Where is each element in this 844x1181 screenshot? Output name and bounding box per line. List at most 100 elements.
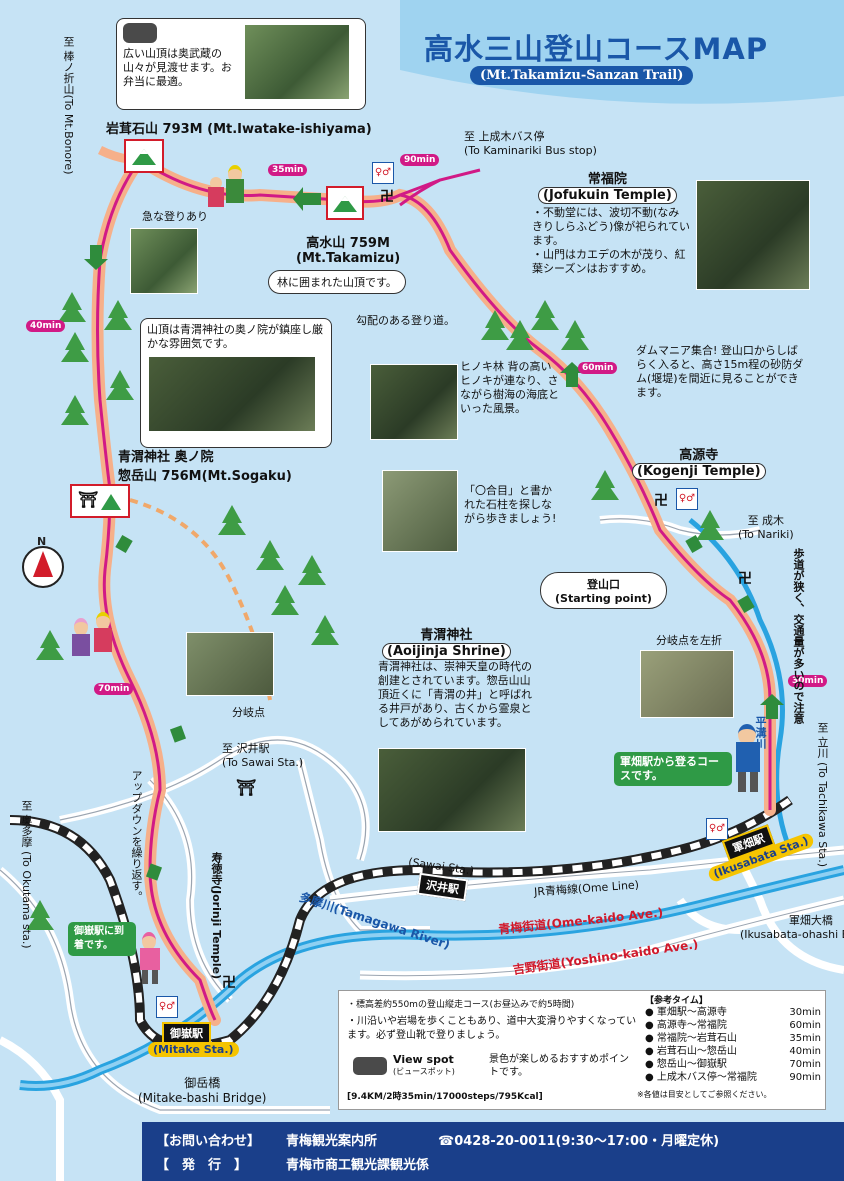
- toilet-icon: ♀♂: [676, 488, 698, 510]
- callout-text: 広い山頂は奥武蔵の山々が見渡せます。お弁当に最適。: [123, 47, 232, 88]
- station-mitake-jp: 御嶽駅: [162, 1022, 211, 1044]
- peak-takamizu-marker: [326, 186, 364, 220]
- callout-takamizu-forest: 林に囲まれた山頂です。: [268, 270, 406, 294]
- heisui-river: [688, 518, 793, 851]
- page-subtitle: (Mt.Takamizu-Sanzan Trail): [470, 66, 694, 85]
- trees: [26, 292, 724, 930]
- peak-takamizu-label: 高水山 759M (Mt.Takamizu): [296, 236, 401, 266]
- reference-time-row: ● 惣岳山～御嶽駅 70min: [645, 1058, 821, 1071]
- note-to-mitake: 御嶽駅に到着です。: [68, 922, 136, 956]
- info-caution: ・川沿いや岩場を歩くこともあり、道中大変滑りやすくなっています。必ず登山靴で登り…: [347, 1016, 637, 1041]
- mitake-bridge-label: 御岳橋 (Mitake-bashi Bridge): [138, 1076, 267, 1105]
- direction-tachikawa: 至 立川 (To Tachikawa Sta.): [816, 722, 829, 868]
- alt-path: [129, 498, 272, 701]
- direction-kaminariki: 至 上成木バス停 (To Kaminariki Bus stop): [464, 130, 597, 157]
- svg-text:N: N: [37, 535, 46, 548]
- reference-time-row: ● 高源寺～常福院 60min: [645, 1019, 821, 1032]
- jofukuin-label: 常福院 (Jofukuin Temple): [538, 168, 677, 204]
- trail-bus: [399, 168, 481, 207]
- note-sidewalk: 歩道が狭く、交通量が多いので注意: [792, 548, 805, 724]
- footer-inquiry-label: 【お問い合わせ】: [156, 1134, 261, 1149]
- note-hinoki: ヒノキ林 背の高いヒノキが連なり、さながら樹海の海底といった風景。: [460, 360, 559, 415]
- hikers-illustration: [70, 610, 120, 672]
- direction-bonore: 至 棒ノ折山(To Mt.Bonore): [62, 36, 75, 175]
- reference-time: 70min: [789, 1059, 821, 1070]
- toilet-icon: ♀♂: [156, 996, 178, 1018]
- peak-iwatake-marker: [124, 139, 164, 173]
- jofukuin-desc: ・不動堂には、波切不動(なみきりしらふどう)像が祀られています。 ・山門はカエデ…: [532, 206, 690, 275]
- reference-time: 60min: [789, 1020, 821, 1031]
- heisui-river-label: 平溝川: [754, 716, 767, 749]
- time-40min: 40min: [26, 320, 66, 332]
- footer-inquiry-name: 青梅観光案内所: [286, 1134, 378, 1149]
- temple-symbol-icon: 卍: [738, 571, 752, 587]
- peak-sogaku-label: 青渭神社 奥ノ院 惣岳山 756M(Mt.Sogaku): [118, 450, 292, 484]
- time-60min: 60min: [578, 362, 618, 374]
- footer: 【お問い合わせ】 青梅観光案内所 ☎0428-20-0011(9:30～17:0…: [142, 1122, 844, 1181]
- reference-route: ● 高源寺～常福院: [645, 1020, 727, 1031]
- aoijinja-desc: 青渭神社は、崇神天皇の時代の創建とされています。惣岳山山頂近くに「青渭の井」と呼…: [378, 660, 532, 729]
- photo-aoijinja: [378, 748, 526, 832]
- peak-sogaku-marker: ⛩: [70, 484, 130, 518]
- footer-phone: ☎0428-20-0011(9:30～17:00・月曜定休): [438, 1134, 720, 1149]
- direction-sawai: 至 沢井駅 (To Sawai Sta.): [222, 742, 304, 769]
- binoculars-icon: [353, 1057, 387, 1075]
- time-30min: 30min: [788, 675, 828, 687]
- mountain-icon: [333, 196, 357, 212]
- photo-branch-point: [186, 632, 274, 696]
- aoijinja-label: 青渭神社 (Aoijinja Shrine): [382, 624, 511, 660]
- info-note: ※各値は目安としてご参照ください。: [637, 1090, 772, 1099]
- north-compass-icon: N: [22, 535, 64, 588]
- toilet-icon: ♀♂: [372, 162, 394, 184]
- shrine-icon: ⛩: [78, 490, 99, 509]
- temple-symbol-icon: 卍: [222, 975, 236, 991]
- photo-stone-pillar: [382, 470, 458, 552]
- station-mitake-en: (Mitake Sta.): [148, 1042, 239, 1057]
- reference-route: ● 岩茸石山～惣岳山: [645, 1046, 737, 1057]
- info-stats: [9.4KM/2時35min/17000steps/795Kcal]: [347, 1092, 543, 1102]
- shrine-icon: ⛩: [236, 778, 257, 797]
- direction-arrows: [84, 187, 784, 881]
- mountain-icon: [101, 494, 121, 510]
- view-spot-label: View spot (ビュースポット): [393, 1053, 455, 1076]
- reference-route: ● 惣岳山～御嶽駅: [645, 1059, 727, 1070]
- time-70min: 70min: [94, 683, 134, 695]
- footer-publisher-label: 【 発 行 】: [156, 1158, 248, 1173]
- photo-branch: [640, 650, 734, 718]
- note-dam: ダムマニア集合! 登山口からしばらく入ると、高さ15m程の砂防ダム(堰堤)を間近…: [636, 344, 804, 399]
- starting-point-label: 登山口 (Starting point): [540, 572, 667, 609]
- kogenji-label: 高源寺 (Kogenji Temple): [632, 444, 766, 480]
- note-up-down: アップダウンを繰り返す。: [130, 770, 143, 902]
- note-slope-climb: 勾配のある登り道。: [356, 314, 455, 327]
- temple-symbol-icon: 卍: [380, 189, 394, 205]
- note-steep-climb: 急な登りあり: [142, 210, 208, 223]
- footer-publisher-name: 青梅市商工観光課観光係: [286, 1158, 430, 1173]
- photo-steep-trail: [130, 228, 198, 294]
- note-from-ikusabata: 軍畑駅から登るコースです。: [614, 752, 732, 786]
- reference-route: ● 軍畑駅～高源寺: [645, 1007, 727, 1018]
- hiker-illustration: [728, 724, 768, 794]
- info-elevation: ・標高差約550mの登山縦走コース(お昼込みで約5時間): [347, 1000, 575, 1010]
- direction-okutama: 至 奥多摩 (To Okutama sta.): [20, 800, 33, 949]
- hiker-illustration: [136, 932, 166, 984]
- photo-iwatake-summit: [244, 24, 350, 100]
- time-35min: 35min: [268, 164, 308, 176]
- ikusabata-bridge-label: 軍畑大橋 (Ikusabata-ohashi Bridge): [740, 914, 844, 941]
- reference-route: ● 常福院～岩茸石山: [645, 1033, 737, 1044]
- jorinji-label: 寿徳寺(Jorinji Temple): [210, 852, 223, 980]
- ome-line: [9, 795, 793, 1052]
- note-pillar: 「〇合目」と書かれた石柱を探しながら歩きましょう!: [464, 484, 557, 525]
- temple-symbol-icon: 卍: [654, 493, 668, 509]
- note-branch-left: 分岐点を左折: [656, 634, 722, 647]
- info-panel: ・標高差約550mの登山縦走コース(お昼込みで約5時間) ・川沿いや岩場を歩くこ…: [338, 990, 826, 1110]
- photo-jofukuin: [696, 180, 810, 290]
- reference-time: 90min: [789, 1072, 821, 1083]
- page-title: 高水三山登山コースMAP: [424, 32, 769, 66]
- binoculars-icon: [123, 23, 157, 43]
- hikers-illustration: [206, 165, 246, 223]
